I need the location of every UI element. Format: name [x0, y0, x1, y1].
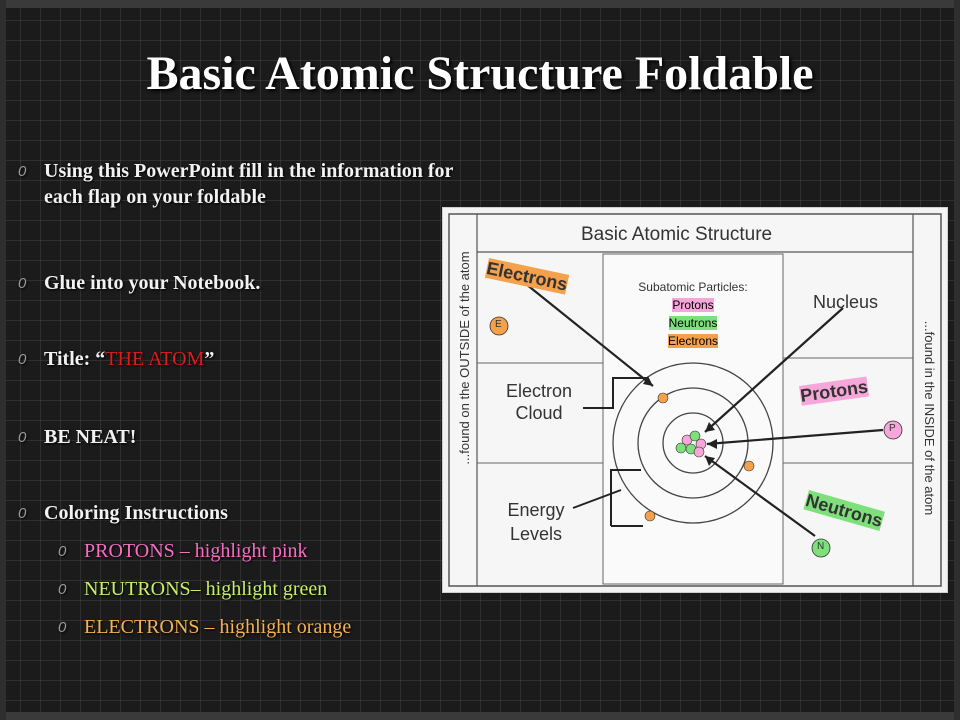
arrow-energy-levels-1: [610, 469, 641, 526]
center-neutrons: Neutrons: [613, 316, 773, 330]
bullet-marker: 0: [18, 163, 27, 180]
nucleus-proton-3: [693, 446, 705, 458]
orbit-3: [612, 362, 774, 524]
bullet-text: NEUTRONS– highlight green: [84, 578, 328, 600]
frame-top: [0, 0, 960, 8]
bullet-text-line1: Using this PowerPoint fill in the inform…: [44, 160, 454, 182]
bullet-marker: 0: [58, 619, 67, 636]
center-protons-label: Protons: [672, 298, 714, 312]
bullet-marker: 0: [58, 543, 67, 560]
flap-electron-cloud-line2: Cloud: [515, 403, 563, 423]
bullet-marker: 0: [18, 505, 27, 522]
center-electrons-label: Electrons: [667, 334, 719, 348]
orbit-2: [637, 387, 749, 499]
arrow-nucleus-head: [705, 422, 715, 432]
bullet-text: Glue into your Notebook.: [44, 272, 261, 294]
title-suffix: ”: [204, 348, 215, 370]
nucleus-neutron-1: [689, 430, 701, 442]
center-protons: Protons: [613, 298, 773, 312]
bullet-marker: 0: [18, 275, 27, 292]
flap-neutrons-symbol: N: [817, 541, 825, 552]
bullet-text: Coloring Instructions: [44, 502, 228, 524]
flap-electron-cloud: Electron Cloud: [491, 380, 587, 424]
arrow-electrons: [520, 279, 654, 387]
foldable-photo: Basic Atomic Structure ...found on the O…: [442, 207, 948, 593]
frame-left: [0, 0, 6, 720]
arrow-protons: [706, 428, 884, 446]
flap-protons-symbol: P: [889, 423, 896, 434]
center-heading: Subatomic Particles:: [638, 280, 748, 294]
arrow-protons-head: [707, 439, 717, 449]
electron-2: [743, 460, 755, 472]
bullet-text: BE NEAT!: [44, 426, 137, 448]
flap-energy-levels-line1: Energy: [507, 500, 565, 520]
nucleus-neutron-3: [675, 442, 687, 454]
foldable-drawing: [448, 213, 942, 587]
electron-1: [657, 392, 669, 404]
flap-nucleus: Nucleus: [813, 292, 879, 312]
arrow-nucleus: [704, 307, 844, 433]
arrow-electron-cloud: [583, 377, 648, 409]
bullet-marker: 0: [18, 429, 27, 446]
bullet-text: ELECTRONS – highlight orange: [84, 616, 352, 638]
bullet-marker: 0: [18, 351, 27, 368]
arrow-energy-levels-3: [572, 489, 622, 509]
electron-3: [644, 510, 656, 522]
arrow-electrons-head: [643, 376, 653, 386]
frame-bottom: [0, 712, 960, 720]
foldable-title: Basic Atomic Structure: [581, 224, 773, 245]
electron-symbol-circle: [489, 316, 509, 336]
bullet-text: PROTONS – highlight pink: [84, 540, 308, 562]
bullet-marker: 0: [58, 581, 67, 598]
arrow-neutrons-head: [705, 456, 715, 466]
bullet-text: Title: “THE ATOM”: [44, 346, 444, 372]
proton-symbol-circle: [883, 420, 903, 440]
neutron-symbol-circle: [811, 538, 831, 558]
center-neutrons-label: Neutrons: [668, 316, 718, 330]
bullet-text: Using this PowerPoint fill in the inform…: [44, 158, 644, 210]
flap-electron-cloud-line1: Electron: [505, 381, 573, 401]
center-electrons: Electrons: [613, 334, 773, 348]
slide-title: Basic Atomic Structure Foldable: [146, 47, 814, 100]
frame-right: [954, 0, 960, 720]
foldable-right-side-text: ...found in the INSIDE of the atom: [922, 320, 937, 516]
title-prefix: Title: “: [44, 348, 106, 370]
flap-energy-levels: Energy Levels: [493, 498, 579, 546]
arrow-neutrons: [704, 455, 816, 537]
flap-energy-levels-line2: Levels: [509, 524, 563, 544]
flap-electrons-symbol: E: [495, 319, 502, 330]
title-highlight: THE ATOM: [105, 348, 205, 370]
bullet-text-line2: each flap on your foldable: [44, 186, 266, 208]
foldable-left-side-text: ...found on the OUTSIDE of the atom: [457, 251, 472, 465]
